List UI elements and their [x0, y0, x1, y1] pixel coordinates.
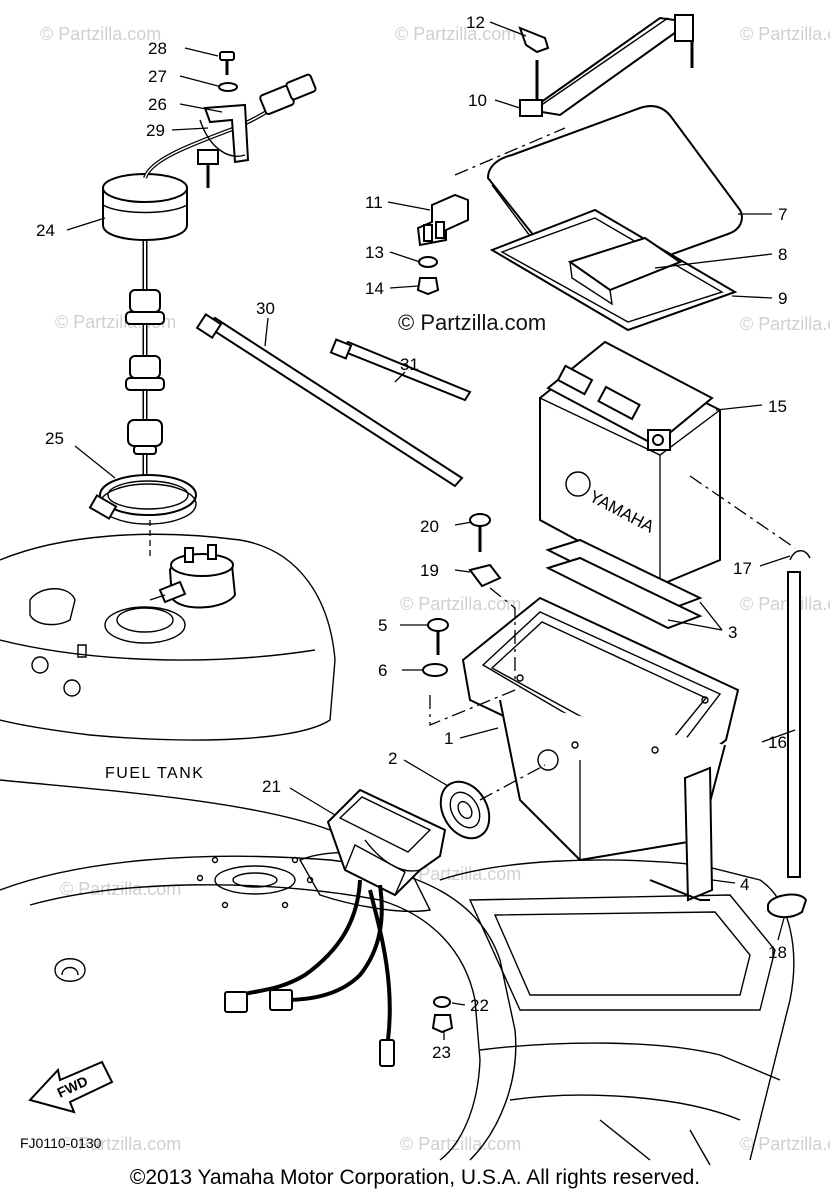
battery-pads	[545, 538, 703, 630]
fwd-arrow-icon: FWD	[28, 1060, 114, 1114]
watermark: © Partzilla.com	[400, 1134, 521, 1154]
fuel-sender-unit	[102, 51, 317, 480]
battery-cover	[486, 105, 743, 332]
callout-30: 30	[256, 299, 275, 318]
callout-25: 25	[45, 429, 64, 448]
screws	[422, 513, 521, 726]
callout-8: 8	[778, 245, 787, 264]
partzilla-watermark: © Partzilla.com	[398, 310, 546, 335]
callout-22: 22	[470, 996, 489, 1015]
callout-10: 10	[468, 91, 487, 110]
callout-4: 4	[740, 875, 749, 894]
watermark: © Partzilla.com	[400, 594, 521, 614]
watermark: © Partzilla.com	[740, 594, 830, 614]
callout-5: 5	[378, 616, 387, 635]
watermark: © Partzilla.com	[740, 24, 830, 44]
callout-2: 2	[388, 749, 397, 768]
callout-14: 14	[365, 279, 384, 298]
callout-13: 13	[365, 243, 384, 262]
battery-case	[461, 596, 740, 902]
watermark: © Partzilla.com	[60, 1134, 181, 1154]
callout-11: 11	[365, 193, 383, 212]
callout-27: 27	[148, 67, 167, 86]
leader-lines	[66, 21, 796, 1040]
callout-31: 31	[400, 355, 419, 374]
callout-labels: 28 27 26 29 24 25 12 10 11 13 14 7 8 9 3…	[36, 13, 787, 1062]
terminal-bracket	[416, 127, 566, 296]
cable-ties	[195, 313, 472, 488]
copyright-notice: ©2013 Yamaha Motor Corporation, U.S.A. A…	[129, 1166, 701, 1189]
fuel-tank	[0, 533, 336, 741]
callout-1: 1	[444, 729, 453, 748]
watermark: © Partzilla.com	[40, 24, 161, 44]
callout-17: 17	[733, 559, 752, 578]
callout-12: 12	[466, 13, 485, 32]
callout-18: 18	[768, 943, 787, 962]
callout-6: 6	[378, 661, 387, 680]
callout-20: 20	[420, 517, 439, 536]
watermark: © Partzilla.com	[395, 24, 516, 44]
battery-holder-bar	[518, 14, 694, 117]
callout-16: 16	[768, 733, 787, 752]
callout-7: 7	[778, 205, 787, 224]
callout-9: 9	[778, 289, 787, 308]
hose-clamp	[88, 474, 197, 560]
callout-29: 29	[146, 121, 165, 140]
vent-hose	[767, 550, 811, 918]
callout-15: 15	[768, 397, 787, 416]
fuel-tank-label: FUEL TANK	[105, 765, 204, 782]
callout-19: 19	[420, 561, 439, 580]
drawing-code: FJ0110-0130	[20, 1135, 102, 1151]
callout-3: 3	[728, 623, 737, 642]
case-bracket	[649, 879, 710, 901]
callout-21: 21	[262, 777, 281, 796]
callout-28: 28	[148, 39, 167, 58]
callout-24: 24	[36, 221, 55, 240]
battery: YAMAHA	[539, 340, 796, 587]
watermark: © Partzilla.com	[740, 314, 830, 334]
callout-23: 23	[432, 1043, 451, 1062]
callout-26: 26	[148, 95, 167, 114]
meter-unit	[224, 788, 454, 1067]
grommet	[439, 764, 546, 840]
watermark: © Partzilla.com	[740, 1134, 830, 1154]
